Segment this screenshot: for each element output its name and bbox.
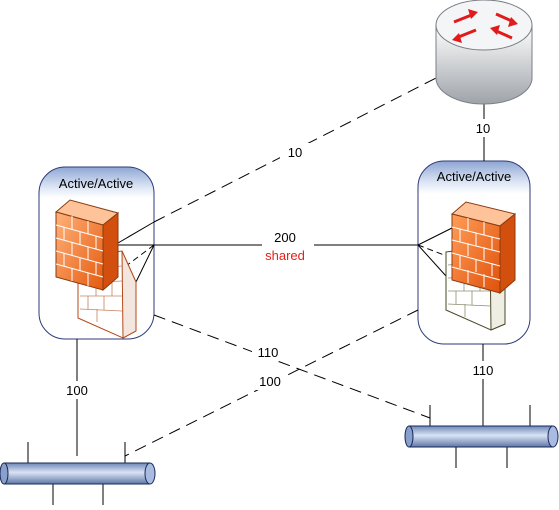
label-right-bus: 110 (473, 363, 494, 378)
firewall-right-primary (450, 201, 517, 295)
link-cross-left-right-bus (153, 314, 431, 419)
router-icon (435, 0, 533, 105)
bus-right (404, 405, 559, 468)
label-shared-value: 200 (274, 230, 296, 245)
label-cross-right-left-bus: 100 (259, 374, 281, 389)
bus-left (0, 442, 156, 505)
label-left-bus: 100 (66, 383, 88, 398)
label-shared-text: shared (265, 248, 305, 263)
firewall-left-primary (54, 199, 120, 292)
label-router-right: 10 (476, 121, 490, 136)
label-cross-left-right-bus: 110 (258, 345, 279, 360)
link-labels: 10 10 200 shared 110 100 100 110 (60, 119, 500, 399)
cluster-right-title: Active/Active (437, 169, 511, 184)
network-bus-icon (0, 405, 559, 505)
label-router-left: 10 (288, 145, 302, 160)
cluster-left-title: Active/Active (59, 176, 133, 191)
firewall-icon (445, 201, 517, 331)
firewall-icon (54, 199, 137, 339)
